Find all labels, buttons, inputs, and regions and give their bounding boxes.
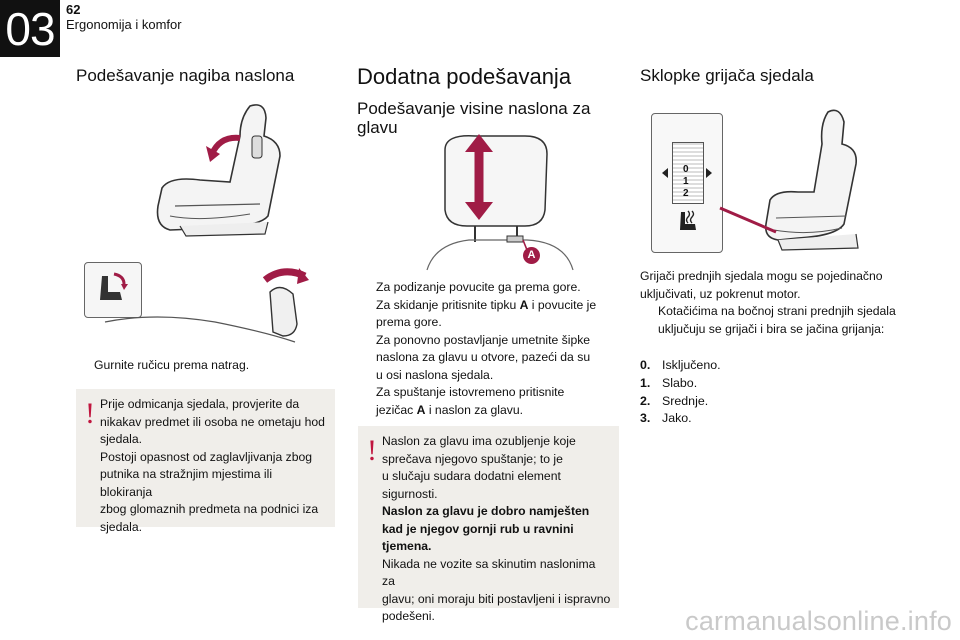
warning-line: nikakav predmet ili osoba ne ometaju hod xyxy=(100,414,325,429)
warning-line: Prije odmicanja sjedala, provjerite da xyxy=(100,397,300,411)
warning-text-headrest: Naslon za glavu ima ozubljenje koje spre… xyxy=(382,433,611,626)
level-number: 3. xyxy=(640,411,651,426)
level-label: Isključeno. xyxy=(662,358,721,372)
dial-label-2: 2 xyxy=(683,188,689,199)
step-bold: A xyxy=(519,297,529,312)
warning-line-bold: kad je njegov gornji rub u ravnini xyxy=(382,521,574,536)
step-text: u osi naslona sjedala. xyxy=(376,367,494,382)
step-text: i povucite je xyxy=(528,297,597,312)
warning-line: sprečava njegovo spuštanje; to je xyxy=(382,451,563,466)
step-text: prema gore. xyxy=(376,315,442,329)
headrest-heading-line1: Podešavanje visine naslona za xyxy=(357,99,591,118)
step-text: i naslon za glavu. xyxy=(425,402,524,417)
level-label: Jako. xyxy=(662,411,692,426)
heater-intro-line: uključivati, uz pokrenut motor. xyxy=(640,286,801,301)
headrest-heading-line2: glavu xyxy=(357,118,398,137)
level-number: 1. xyxy=(640,375,651,390)
heater-intro: Grijači prednjih sjedala mogu se pojedin… xyxy=(640,268,940,338)
warning-line: zbog glomaznih predmeta na podnici iza xyxy=(100,502,319,516)
callout-a-badge: A xyxy=(523,247,540,264)
headrest-height-heading: Podešavanje visine naslona za glavu xyxy=(357,99,607,137)
recline-lever-panel xyxy=(84,262,142,318)
step-text: Za spuštanje istovremeno pritisnite xyxy=(376,385,565,399)
warning-line: podešeni. xyxy=(382,609,435,623)
level-label: Slabo. xyxy=(662,375,698,390)
seat-recline-heading: Podešavanje nagiba naslona xyxy=(76,66,295,85)
dial-arrows-icon xyxy=(662,168,712,178)
step-text: Za ponovno postavljanje umetnite šipke xyxy=(376,332,591,347)
recline-instruction-text: Gurnite ručicu prema natrag. xyxy=(94,358,250,372)
heater-instruction: Kotačićima na bočnoj strani prednjih sje… xyxy=(640,303,940,338)
warning-line-bold: tjemena. xyxy=(382,539,432,553)
seat-heater-heading: Sklopke grijača sjedala xyxy=(640,66,814,85)
warning-box-headrest: ! Naslon za glavu ima ozubljenje koje sp… xyxy=(358,426,619,623)
warning-line: putnika na stražnjim mjestima ili blokir… xyxy=(100,467,273,499)
dial-label-1: 1 xyxy=(683,176,689,187)
step-text: Za podizanje povucite ga prema gore. xyxy=(376,280,581,294)
warning-line: sigurnosti. xyxy=(382,486,438,501)
heater-dial[interactable] xyxy=(672,142,704,204)
step-bold: A xyxy=(416,402,426,417)
headrest-instructions: Za podizanje povucite ga prema gore. Za … xyxy=(358,279,620,419)
warning-line: u slučaju sudara dodatni element xyxy=(382,469,561,483)
warning-text-seat: Prije odmicanja sjedala, provjerite da n… xyxy=(100,396,327,536)
level-label: Srednje. xyxy=(662,393,709,408)
recline-instruction: Gurnite ručicu prema natrag. xyxy=(76,357,349,375)
step-text: jezičac xyxy=(376,402,417,417)
section-title: Ergonomija i komfor xyxy=(66,17,182,32)
headrest-step-lower: Za spuštanje istovremeno pritisnite jezič… xyxy=(358,384,620,419)
seat-recline-illustration xyxy=(156,104,281,237)
warning-line: sjedala. xyxy=(100,432,143,446)
warning-line: sjedala. xyxy=(100,519,143,534)
heater-instruction-text: Kotačićima na bočnoj strani prednjih sje… xyxy=(658,304,896,318)
dial-label-0: 0 xyxy=(683,164,689,175)
headrest-step-refit: Za ponovno postavljanje umetnite šipke na… xyxy=(358,332,620,385)
warning-line: Naslon za glavu ima ozubljenje koje xyxy=(382,434,576,448)
step-text: naslona za glavu u otvore, pazeći da su xyxy=(376,350,591,364)
headrest-step-raise: Za podizanje povucite ga prema gore. xyxy=(358,279,620,297)
heater-level-item: 1. Slabo. xyxy=(640,375,721,393)
heater-level-item: 0. Isključeno. xyxy=(640,357,721,375)
additional-settings-heading: Dodatna podešavanja xyxy=(357,64,572,89)
chapter-number-box: 03 xyxy=(0,0,60,57)
chapter-number: 03 xyxy=(5,2,55,55)
heater-level-item: 3. Jako. xyxy=(640,410,721,428)
warning-line: Postoji opasnost od zaglavljivanja zbog xyxy=(100,449,313,464)
warning-exclamation-icon: ! xyxy=(367,434,377,467)
level-number: 2. xyxy=(640,393,651,408)
watermark: carmanualsonline.info xyxy=(685,606,952,636)
level-number: 0. xyxy=(640,358,651,372)
headrest-illustration xyxy=(426,134,574,271)
heater-levels-list: 0. Isključeno. 1. Slabo. 2. Srednje. 3. Jako… xyxy=(640,357,721,428)
warning-box-seat: ! Prije odmicanja sjedala, provjerite da… xyxy=(76,389,335,534)
step-text: Za skidanje pritisnite tipku xyxy=(376,297,520,312)
seat-lever-icon xyxy=(100,272,128,300)
warning-line-bold: Naslon za glavu je dobro namješten xyxy=(382,504,590,518)
warning-line: Nikada ne vozite sa skinutim naslonima z… xyxy=(382,556,596,589)
heater-level-item: 2. Srednje. xyxy=(640,393,721,411)
heater-instruction-text: uključuju se grijači i bira se jačina gr… xyxy=(658,321,885,336)
headrest-step-remove: Za skidanje pritisnite tipku A i povucit… xyxy=(358,297,620,332)
seat-heating-icon xyxy=(680,210,696,230)
heated-seat-illustration xyxy=(719,109,859,251)
warning-exclamation-icon: ! xyxy=(85,397,95,430)
heater-intro-line: Grijači prednjih sjedala mogu se pojedin… xyxy=(640,269,883,283)
warning-line: glavu; oni moraju biti postavljeni i isp… xyxy=(382,591,611,606)
page-number: 62 xyxy=(66,2,81,17)
recline-lever-illustration xyxy=(104,268,309,343)
